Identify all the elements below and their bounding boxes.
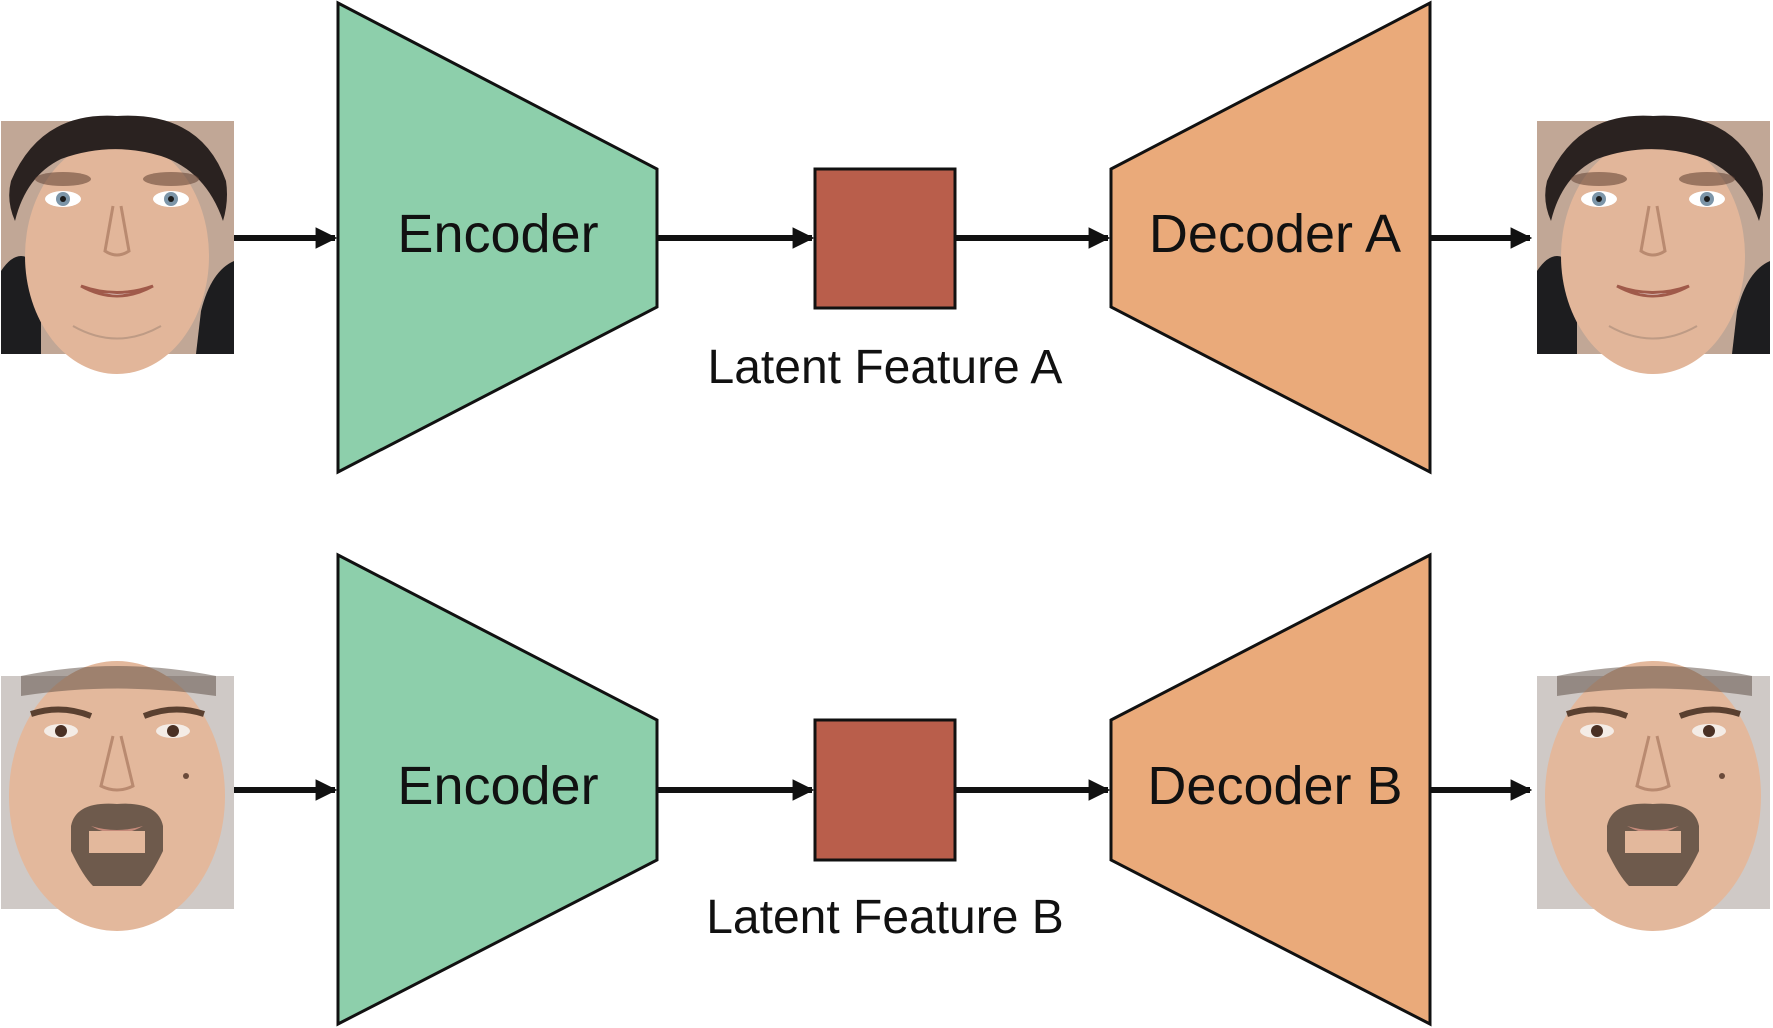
decoder-block-a — [1109, 0, 1432, 475]
decoder-block-b — [1109, 552, 1432, 1027]
row-a: Encoder Latent Feature A Decoder A — [0, 0, 1772, 475]
output-face-a — [1535, 114, 1772, 376]
output-face-b — [1537, 661, 1770, 931]
decoder-label-a: Decoder A — [1149, 204, 1401, 264]
decoder-label-b: Decoder B — [1147, 756, 1402, 816]
latent-feature-box-a — [813, 167, 957, 310]
encoder-label-b: Encoder — [397, 756, 598, 816]
latent-feature-label-b: Latent Feature B — [706, 891, 1064, 944]
encoder-block-a — [336, 0, 659, 475]
latent-feature-label-a: Latent Feature A — [708, 341, 1063, 394]
input-face-a — [0, 114, 236, 376]
latent-feature-box-b — [813, 718, 957, 862]
encoder-label-a: Encoder — [397, 204, 598, 264]
row-b: Encoder Latent Feature B Decoder B — [1, 552, 1770, 1027]
encoder-block-b — [336, 552, 659, 1027]
input-face-b — [1, 661, 234, 931]
